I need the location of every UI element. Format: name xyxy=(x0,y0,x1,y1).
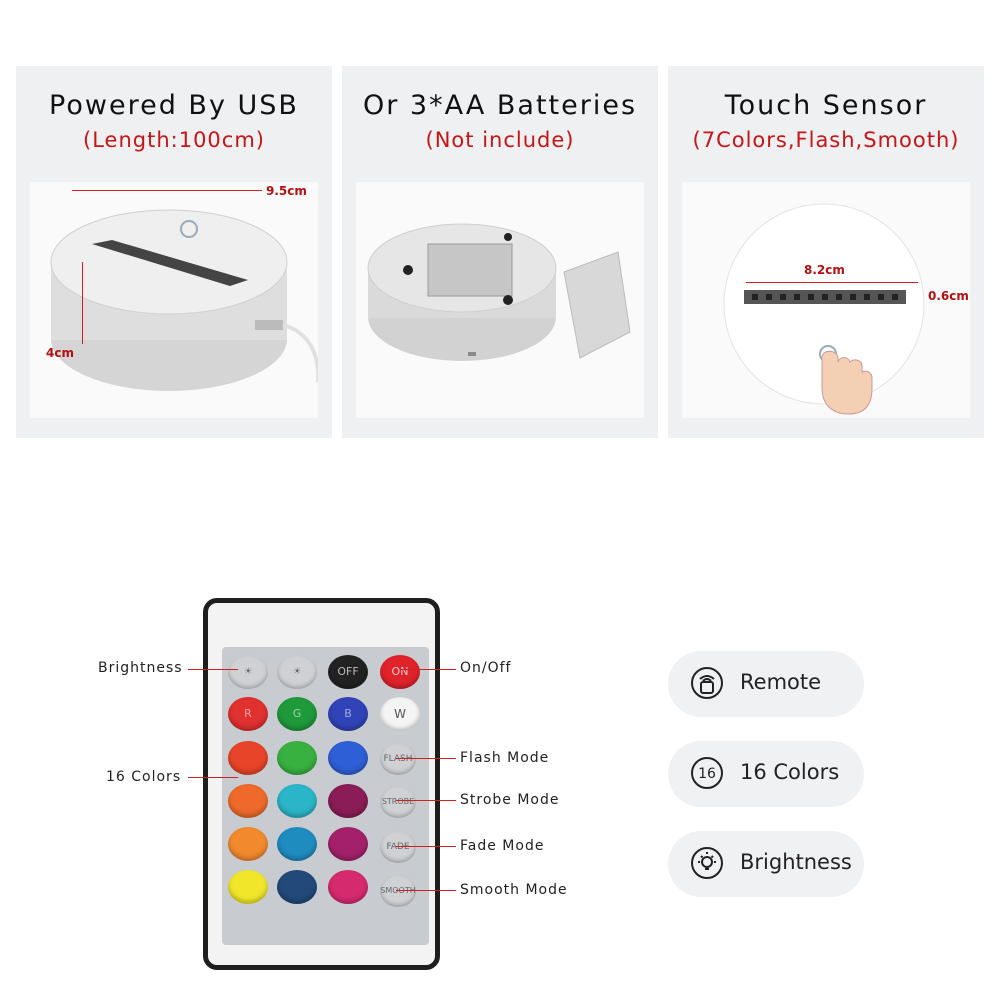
brightness-callout: Brightness xyxy=(98,660,183,676)
feature-brightness: Brightness xyxy=(668,831,864,897)
brightness-down-button[interactable]: ☀ xyxy=(277,655,317,689)
panel-title: Powered By USB xyxy=(49,90,299,121)
panel-subtitle: (Length:100cm) xyxy=(83,128,265,152)
onoff-callout-line xyxy=(400,669,456,670)
color-button[interactable] xyxy=(277,870,317,904)
battery-panel: Or 3*AA Batteries (Not include) xyxy=(342,66,658,438)
flash-button[interactable]: FLASH xyxy=(380,743,416,775)
strobe-callout: Strobe Mode xyxy=(460,792,560,808)
fade-callout: Fade Mode xyxy=(460,838,545,854)
off-button[interactable]: OFF xyxy=(328,655,368,689)
touch-base-photo xyxy=(682,182,970,418)
green-button[interactable]: G xyxy=(277,697,317,731)
remote-keypad: ☀ ☀ OFF ON R G B W FLASH STROBE FADE SMO… xyxy=(222,647,429,945)
panel-subtitle: (7Colors,Flash,Smooth) xyxy=(692,128,960,152)
color-button[interactable] xyxy=(328,827,368,861)
color-button[interactable] xyxy=(228,784,268,818)
feature-label: Remote xyxy=(740,670,822,694)
fade-button[interactable]: FADE xyxy=(380,831,416,863)
onoff-callout: On/Off xyxy=(460,660,512,676)
colors-callout: 16 Colors xyxy=(106,769,182,785)
color-button[interactable] xyxy=(328,741,368,775)
fade-callout-line xyxy=(396,846,456,847)
color-button[interactable] xyxy=(328,784,368,818)
strobe-callout-line xyxy=(396,800,456,801)
diameter-dimension-line xyxy=(746,282,918,283)
flash-callout-line xyxy=(396,758,456,759)
color-button[interactable] xyxy=(228,827,268,861)
diameter-dimension: 8.2cm xyxy=(804,263,845,277)
strobe-button[interactable]: STROBE xyxy=(380,786,416,818)
colors-callout-line xyxy=(188,777,238,778)
remote-icon xyxy=(690,666,724,700)
red-button[interactable]: R xyxy=(228,697,268,731)
color-button[interactable] xyxy=(277,784,317,818)
badge-text: 16 xyxy=(698,766,716,782)
feature-remote: Remote xyxy=(668,651,864,717)
width-dimension: 9.5cm xyxy=(266,184,307,198)
color-button[interactable] xyxy=(277,741,317,775)
panel-subtitle: (Not include) xyxy=(425,128,575,152)
width-dimension-line xyxy=(72,190,262,191)
remote-control: ☀ ☀ OFF ON R G B W FLASH STROBE FADE SMO… xyxy=(203,598,440,970)
thickness-dimension: 0.6cm xyxy=(928,289,969,303)
feature-label: Brightness xyxy=(740,850,852,874)
usb-base-photo xyxy=(30,182,321,418)
feature-colors: 16 16 Colors xyxy=(668,741,864,807)
panel-title: Touch Sensor xyxy=(724,90,928,121)
height-dimension-line xyxy=(82,262,83,344)
on-button[interactable]: ON xyxy=(380,655,420,689)
height-dimension: 4cm xyxy=(46,346,74,360)
brightness-up-button[interactable]: ☀ xyxy=(228,655,268,689)
smooth-button[interactable]: SMOOTH xyxy=(380,875,416,907)
brightness-callout-line xyxy=(188,669,238,670)
sixteen-badge-icon: 16 xyxy=(690,756,724,790)
panel-title: Or 3*AA Batteries xyxy=(362,90,638,121)
blue-button[interactable]: B xyxy=(328,697,368,731)
touch-panel: Touch Sensor (7Colors,Flash,Smooth) 8.2c… xyxy=(668,66,984,438)
color-button[interactable] xyxy=(228,741,268,775)
color-button[interactable] xyxy=(277,827,317,861)
white-button[interactable]: W xyxy=(380,697,420,731)
smooth-callout-line xyxy=(396,890,456,891)
color-button[interactable] xyxy=(228,870,268,904)
battery-base-photo xyxy=(356,182,644,418)
color-button[interactable] xyxy=(328,870,368,904)
flash-callout: Flash Mode xyxy=(460,750,550,766)
usb-panel: Powered By USB (Length:100cm) 9.5cm 4cm xyxy=(16,66,332,438)
feature-label: 16 Colors xyxy=(740,760,840,784)
bulb-icon xyxy=(690,846,724,880)
smooth-callout: Smooth Mode xyxy=(460,882,568,898)
